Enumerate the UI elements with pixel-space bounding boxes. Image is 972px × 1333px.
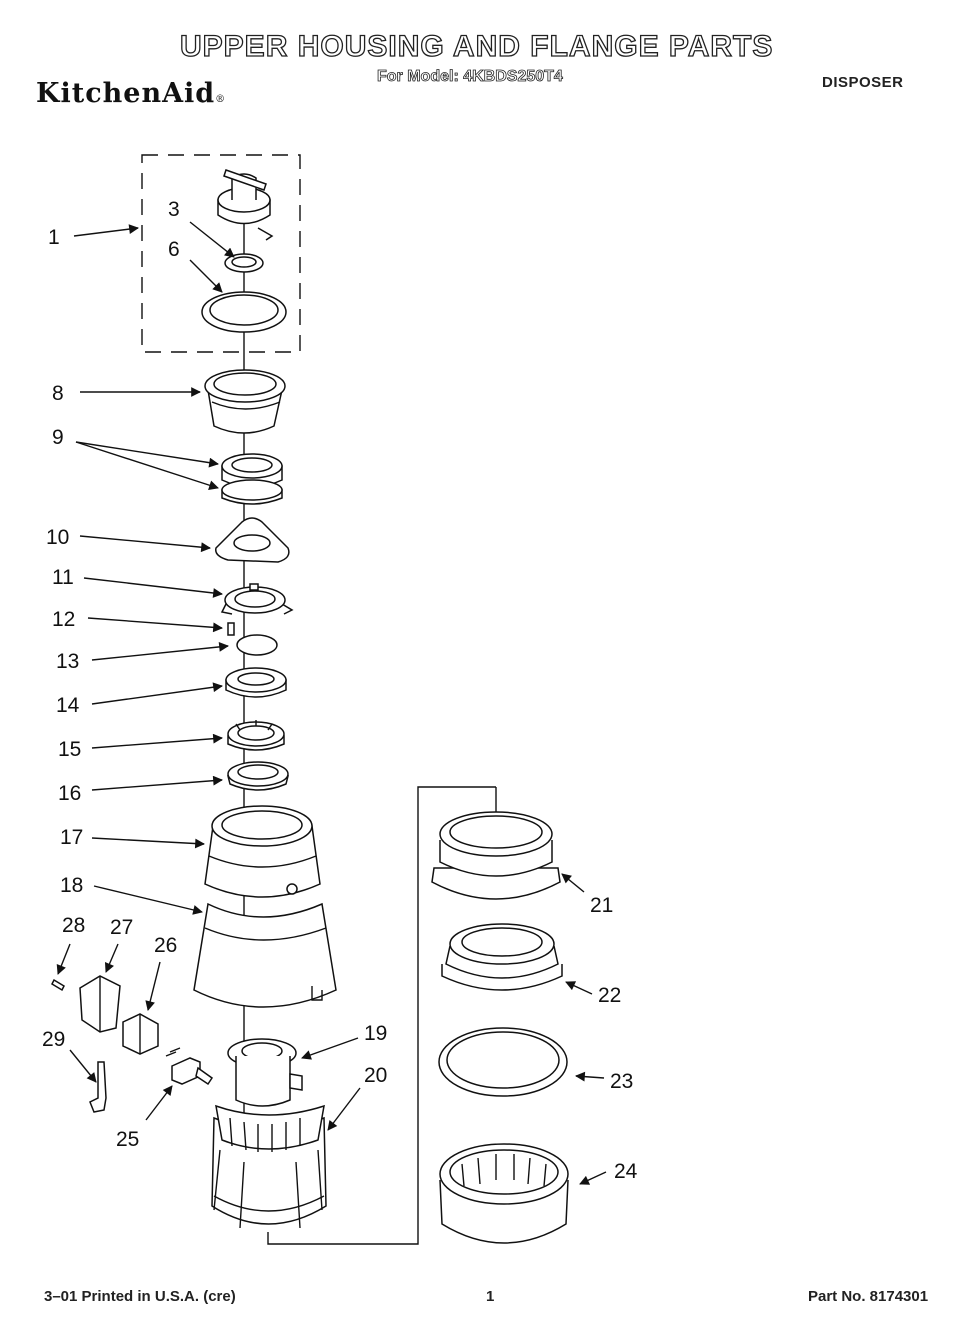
callout-12: 12	[52, 608, 75, 631]
callout-15: 15	[58, 738, 81, 761]
part-8-sink-flange	[204, 369, 286, 434]
callout-13: 13	[56, 650, 79, 673]
part-number: Part No. 8174301	[808, 1288, 929, 1305]
page-number: 1	[486, 1288, 495, 1305]
part-10-mounting-plate	[215, 517, 290, 563]
page-title: UPPER HOUSING AND FLANGE PARTS	[179, 29, 774, 63]
callout-22: 22	[598, 984, 621, 1007]
part-24-lower-ring	[439, 1143, 569, 1244]
callout-6: 6	[168, 238, 180, 261]
callout-28: 28	[62, 914, 85, 937]
part-16-seal	[227, 761, 289, 791]
brand-name: KitchenAid	[36, 78, 216, 109]
assembly-1-dashed-box	[141, 154, 301, 353]
callout-25: 25	[116, 1128, 139, 1151]
print-info: 3–01 Printed in U.S.A. (cre)	[44, 1288, 236, 1305]
part-28-small-screw	[51, 978, 65, 992]
callout-14: 14	[56, 694, 80, 717]
part-29-wire-clip	[89, 1061, 107, 1113]
part-27-cover	[79, 975, 121, 1033]
part-26-insulator	[122, 1013, 159, 1055]
callout-1: 1	[48, 226, 60, 249]
part-18-shroud	[193, 902, 337, 1008]
callout-8: 8	[52, 382, 64, 405]
parts-group-bracket	[267, 786, 428, 1245]
part-1-gasket	[201, 291, 287, 333]
part-15-support-ring	[227, 720, 285, 751]
part-12-screw	[227, 622, 235, 636]
callout-17: 17	[60, 826, 83, 849]
callout-11: 11	[52, 566, 74, 589]
callout-23: 23	[610, 1070, 633, 1093]
callout-leaders	[56, 221, 607, 1185]
callout-21: 21	[590, 894, 613, 917]
callout-29: 29	[42, 1028, 65, 1051]
part-23-gasket	[438, 1027, 568, 1097]
part-19-20-motor-body	[211, 1038, 327, 1229]
callout-18: 18	[60, 874, 83, 897]
part-21-mounting-flange	[431, 811, 561, 900]
callout-20: 20	[364, 1064, 387, 1087]
part-6-small-ring	[224, 253, 264, 273]
callout-24: 24	[614, 1160, 638, 1183]
part-11-mounting-ring	[220, 583, 294, 615]
part-17-upper-housing	[204, 805, 321, 898]
registered-mark: ®	[215, 94, 227, 105]
part-22-ring	[441, 923, 563, 991]
callout-27: 27	[110, 916, 133, 939]
part-25-switch	[165, 1047, 214, 1086]
callout-10: 10	[46, 526, 69, 549]
callout-19: 19	[364, 1022, 387, 1045]
brand-logo: KitchenAid®	[36, 78, 226, 109]
part-13-snap-ring	[236, 634, 278, 656]
callout-26: 26	[154, 934, 177, 957]
model-number: For Model: 4KBDS250T4	[377, 68, 564, 86]
callout-3: 3	[168, 198, 180, 221]
callout-9: 9	[52, 426, 64, 449]
product-category: DISPOSER	[822, 74, 904, 91]
callout-16: 16	[58, 782, 81, 805]
part-14-gasket	[225, 667, 287, 698]
part-3-stopper	[217, 169, 274, 241]
part-9-gaskets	[221, 453, 283, 505]
